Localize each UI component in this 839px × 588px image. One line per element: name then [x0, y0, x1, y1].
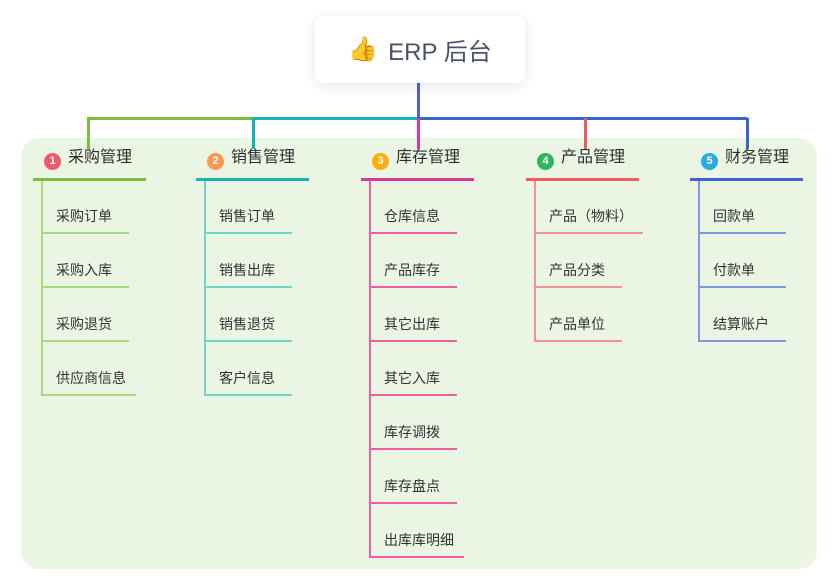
background-panel — [21, 138, 817, 569]
connector-drop-product — [584, 118, 587, 149]
connector-bus-mid — [253, 117, 419, 120]
branch-node-purchase[interactable]: 1 采购管理 — [33, 148, 147, 181]
child-node[interactable]: 其它出库 — [369, 315, 457, 342]
child-node[interactable]: 销售退货 — [204, 315, 292, 342]
child-node[interactable]: 客户信息 — [204, 369, 292, 396]
branch-node-product[interactable]: 4 产品管理 — [526, 148, 640, 181]
child-node[interactable]: 回款单 — [698, 207, 786, 234]
child-node[interactable]: 销售订单 — [204, 207, 292, 234]
branch-children: 产品（物料） 产品分类 产品单位 — [534, 180, 643, 342]
branch-finance-management: 5 财务管理 回款单 付款单 结算账户 — [690, 148, 804, 342]
branch-product-management: 4 产品管理 产品（物料） 产品分类 产品单位 — [526, 148, 643, 342]
child-node[interactable]: 库存调拨 — [369, 423, 457, 450]
child-node[interactable]: 产品分类 — [534, 261, 622, 288]
child-node[interactable]: 销售出库 — [204, 261, 292, 288]
child-node[interactable]: 采购退货 — [41, 315, 129, 342]
badge-4: 4 — [537, 153, 554, 170]
child-node[interactable]: 库存盘点 — [369, 477, 457, 504]
connector-drop-sales — [252, 118, 255, 149]
child-node[interactable]: 采购入库 — [41, 261, 129, 288]
root-node-label: ERP 后台 — [388, 39, 492, 66]
branch-children: 销售订单 销售出库 销售退货 客户信息 — [204, 180, 309, 396]
connector-trunk — [417, 83, 420, 118]
branch-sales-management: 2 销售管理 销售订单 销售出库 销售退货 客户信息 — [196, 148, 310, 396]
branch-node-sales[interactable]: 2 销售管理 — [196, 148, 310, 181]
child-node[interactable]: 产品库存 — [369, 261, 457, 288]
badge-1: 1 — [44, 153, 61, 170]
child-node[interactable]: 付款单 — [698, 261, 786, 288]
connector-drop-purchase — [87, 118, 90, 149]
branch-label: 采购管理 — [68, 149, 133, 166]
child-node[interactable]: 结算账户 — [698, 315, 786, 342]
branch-inventory-management: 3 库存管理 仓库信息 产品库存 其它出库 其它入库 库存调拨 库存盘点 出库库明… — [361, 148, 475, 558]
badge-2: 2 — [207, 153, 224, 170]
child-node[interactable]: 供应商信息 — [41, 369, 136, 396]
branch-node-inventory[interactable]: 3 库存管理 — [361, 148, 475, 181]
badge-3: 3 — [372, 153, 389, 170]
branch-label: 产品管理 — [561, 149, 626, 166]
child-node[interactable]: 采购订单 — [41, 207, 129, 234]
root-node-erp[interactable]: 👍 ERP 后台 — [315, 16, 525, 83]
branch-purchase-management: 1 采购管理 采购订单 采购入库 采购退货 供应商信息 — [33, 148, 147, 396]
branch-node-finance[interactable]: 5 财务管理 — [690, 148, 804, 181]
branch-label: 库存管理 — [396, 149, 461, 166]
child-node[interactable]: 仓库信息 — [369, 207, 457, 234]
child-node[interactable]: 出库库明细 — [369, 531, 464, 558]
branch-children: 仓库信息 产品库存 其它出库 其它入库 库存调拨 库存盘点 出库库明细 — [369, 180, 474, 558]
branch-label: 销售管理 — [231, 149, 296, 166]
connector-drop-inventory — [417, 118, 420, 149]
branch-label: 财务管理 — [725, 149, 790, 166]
child-node[interactable]: 产品单位 — [534, 315, 622, 342]
branch-children: 采购订单 采购入库 采购退货 供应商信息 — [41, 180, 146, 396]
badge-5: 5 — [701, 153, 718, 170]
branch-children: 回款单 付款单 结算账户 — [698, 180, 803, 342]
connector-drop-finance — [746, 118, 749, 149]
thumbs-up-icon: 👍 — [348, 36, 379, 63]
child-node[interactable]: 其它入库 — [369, 369, 457, 396]
child-node[interactable]: 产品（物料） — [534, 207, 643, 234]
connector-bus-right — [417, 117, 749, 120]
connector-bus-left — [87, 117, 254, 120]
